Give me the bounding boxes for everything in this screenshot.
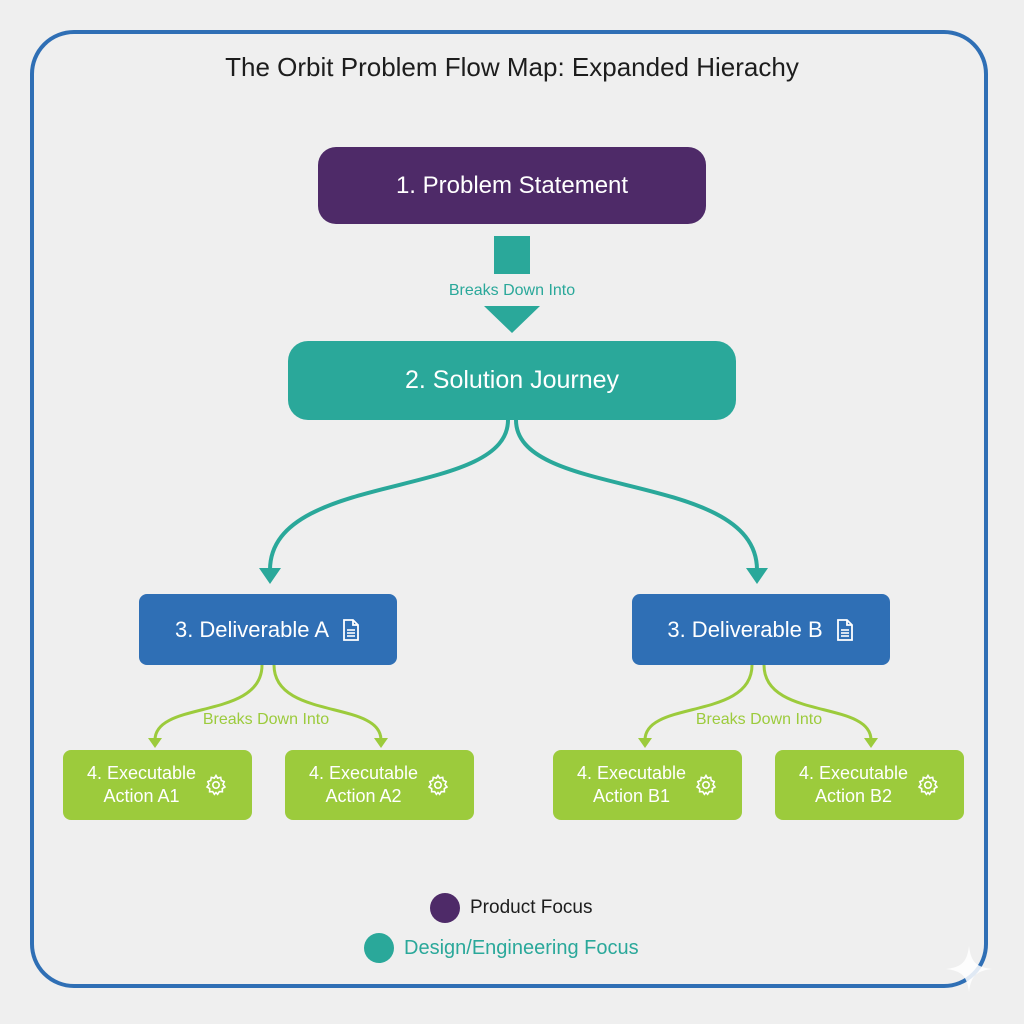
node-action-b2[interactable]: 4. Executable Action B2: [775, 750, 964, 820]
branch-to-deliverable-b: [514, 419, 759, 571]
branch-a2-arrowhead: [374, 738, 388, 748]
gear-icon: [426, 773, 450, 797]
connector-label-top: Breaks Down Into: [448, 282, 576, 299]
node-solution-journey[interactable]: 2. Solution Journey: [288, 341, 736, 420]
branch-b-to-b1: [643, 664, 754, 741]
node-action-b2-text: 4. Executable Action B2: [799, 762, 908, 808]
connector-label-b: Breaks Down Into: [695, 711, 823, 728]
branch-b-arrowhead: [746, 568, 768, 584]
branch-a-to-a2: [272, 664, 383, 741]
node-action-a1-text: 4. Executable Action A1: [87, 762, 196, 808]
node-action-b1[interactable]: 4. Executable Action B1: [553, 750, 742, 820]
branch-b-to-b2: [762, 664, 873, 741]
node-action-a2-text: 4. Executable Action A2: [309, 762, 418, 808]
node-deliverable-b-label: 3. Deliverable B: [667, 616, 823, 642]
node-solution-journey-label: 2. Solution Journey: [404, 366, 620, 394]
document-icon: [835, 618, 855, 642]
node-deliverable-a-label: 3. Deliverable A: [174, 616, 330, 642]
document-icon: [341, 618, 361, 642]
node-deliverable-b[interactable]: 3. Deliverable B: [632, 594, 890, 665]
branch-a1-arrowhead: [148, 738, 162, 748]
top-arrow-stem: [494, 236, 530, 274]
legend-design-label: Design/Engineering Focus: [404, 936, 639, 959]
node-action-a1[interactable]: 4. Executable Action A1: [63, 750, 252, 820]
branch-b1-arrowhead: [638, 738, 652, 748]
diagram-title: The Orbit Problem Flow Map: Expanded Hie…: [225, 52, 799, 82]
node-problem-statement-label: 1. Problem Statement: [395, 171, 629, 199]
node-action-a1-line2: Action A1: [103, 786, 180, 806]
branch-a-to-a1: [153, 664, 264, 741]
node-action-b2-line2: Action B2: [814, 786, 893, 806]
sparkle-icon: [946, 946, 992, 992]
branch-a-arrowhead: [259, 568, 281, 584]
legend-design: Design/Engineering Focus: [364, 933, 639, 963]
node-action-a2[interactable]: 4. Executable Action A2: [285, 750, 474, 820]
node-action-b1-line1: 4. Executable: [576, 763, 687, 783]
node-action-a2-line2: Action A2: [325, 786, 402, 806]
connector-label-a: Breaks Down Into: [202, 711, 330, 728]
legend-design-swatch: [364, 933, 394, 963]
gear-icon: [204, 773, 228, 797]
top-arrow-head: [484, 306, 540, 333]
node-action-a2-line1: 4. Executable: [308, 763, 419, 783]
branch-to-deliverable-a: [268, 419, 510, 571]
branch-b2-arrowhead: [864, 738, 878, 748]
diagram-frame: [30, 30, 988, 988]
gear-icon: [916, 773, 940, 797]
legend-product-label: Product Focus: [470, 897, 593, 918]
node-action-b1-text: 4. Executable Action B1: [577, 762, 686, 808]
node-action-b1-line2: Action B1: [592, 786, 671, 806]
node-action-a1-line1: 4. Executable: [86, 763, 197, 783]
node-action-b2-line1: 4. Executable: [798, 763, 909, 783]
node-deliverable-a[interactable]: 3. Deliverable A: [139, 594, 397, 665]
legend-product-swatch: [430, 893, 460, 923]
node-problem-statement[interactable]: 1. Problem Statement: [318, 147, 706, 224]
gear-icon: [694, 773, 718, 797]
legend-product: Product Focus: [430, 893, 593, 923]
